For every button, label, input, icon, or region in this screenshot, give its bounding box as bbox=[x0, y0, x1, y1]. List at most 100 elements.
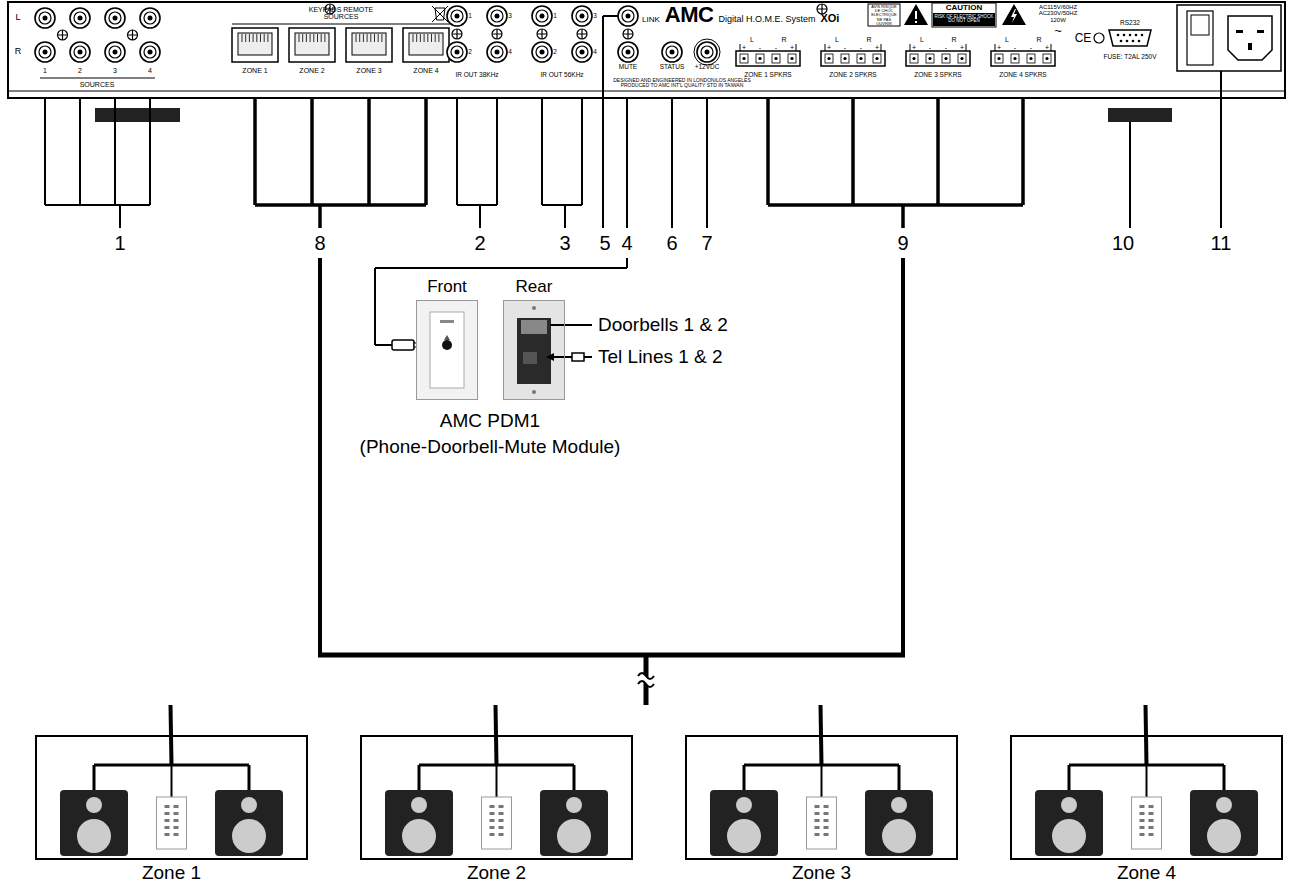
keypad-button bbox=[165, 826, 170, 829]
db9-pin bbox=[1135, 34, 1138, 37]
rca-jack bbox=[618, 42, 638, 62]
plate-screw bbox=[532, 306, 536, 310]
rca-jack bbox=[487, 42, 507, 62]
speaker-tweeter bbox=[241, 797, 257, 813]
jack-number: 3 bbox=[113, 67, 117, 74]
rca-jack-ring bbox=[39, 46, 51, 58]
panel-label: L bbox=[15, 13, 20, 22]
keypad-button bbox=[824, 819, 829, 822]
warning-text: AVIS RISQUE DE CHOC ELECTRIQUE NE PAS OU… bbox=[869, 5, 899, 26]
speaker-woofer bbox=[232, 819, 266, 853]
zone-box: Zone 3 bbox=[685, 735, 958, 860]
zone-wiring bbox=[496, 765, 498, 797]
rca-jack-pin bbox=[670, 50, 675, 55]
speaker-tweeter bbox=[891, 797, 907, 813]
rj45-pin bbox=[317, 34, 318, 42]
rj45-pin bbox=[242, 34, 243, 42]
keypad-button bbox=[165, 812, 170, 815]
db9-pin bbox=[1141, 34, 1144, 37]
callout-stem bbox=[564, 205, 566, 228]
caution-band bbox=[933, 13, 995, 26]
warning-text: CAUTION bbox=[946, 4, 982, 12]
rca-jack bbox=[447, 42, 467, 62]
speaker-cabinet bbox=[710, 790, 778, 856]
rca-jack-pin bbox=[78, 50, 83, 55]
screw bbox=[492, 29, 502, 39]
keypad-button bbox=[499, 833, 504, 836]
rj45-pin bbox=[245, 34, 246, 42]
pdm-cable bbox=[374, 268, 376, 345]
rj45-pin bbox=[256, 34, 257, 42]
zone-wiring bbox=[1068, 765, 1071, 790]
shock-triangle bbox=[1002, 4, 1026, 25]
rca-jack-pin bbox=[455, 50, 460, 55]
callout-bracket bbox=[456, 98, 458, 205]
iec-socket bbox=[1228, 16, 1272, 60]
rca-jack-ring bbox=[622, 10, 634, 22]
model-name: Digital H.O.M.E. System bbox=[718, 15, 815, 24]
terminal-slot bbox=[788, 54, 796, 63]
zone-wiring bbox=[1223, 765, 1226, 790]
callout-bracket bbox=[255, 203, 426, 207]
keypad-button bbox=[824, 826, 829, 829]
iec-pin bbox=[1248, 43, 1252, 50]
terminal-screw bbox=[928, 57, 931, 60]
callout-number: 8 bbox=[314, 233, 325, 254]
origin-note: DESIGNED AND ENGINEERED IN LONDON/LOS AN… bbox=[613, 78, 751, 89]
caution-box bbox=[932, 3, 996, 27]
terminal-screw bbox=[774, 57, 777, 60]
callout-bracket bbox=[457, 204, 497, 206]
rca-jack-ring bbox=[109, 46, 121, 58]
port-label: ZONE 2 SPKRS bbox=[829, 72, 876, 79]
keypad-button bbox=[815, 812, 820, 815]
screw-cross bbox=[58, 30, 68, 40]
jack-number: 2 bbox=[78, 67, 82, 74]
screw-cross bbox=[452, 29, 462, 39]
rj45-pin bbox=[363, 34, 364, 42]
terminal-tab bbox=[825, 44, 826, 51]
zone-bus bbox=[901, 258, 905, 655]
keypad bbox=[157, 797, 187, 849]
rca-jack-ring bbox=[576, 46, 588, 58]
rca-jack-pin bbox=[540, 14, 545, 19]
keypad-button bbox=[490, 833, 495, 836]
terminal-label: + bbox=[997, 44, 1001, 51]
speaker-terminal-block bbox=[736, 51, 800, 66]
rj45-opening bbox=[295, 33, 329, 55]
callout-bracket bbox=[149, 98, 151, 205]
speaker-cabinet bbox=[1190, 790, 1258, 856]
callout-bracket bbox=[1021, 98, 1025, 205]
port-label: ZONE 3 SPKRS bbox=[914, 72, 961, 79]
speaker-tweeter bbox=[566, 797, 582, 813]
zone-box: Zone 4 bbox=[1010, 735, 1283, 860]
screw bbox=[452, 29, 462, 39]
rca-jack-pin bbox=[148, 16, 153, 21]
port-label: ZONE 3 bbox=[356, 67, 381, 74]
terminal-screw bbox=[944, 57, 947, 60]
terminal-screw bbox=[1045, 57, 1048, 60]
callout-number: 2 bbox=[474, 233, 485, 254]
db9-pin bbox=[1126, 40, 1129, 43]
terminal-label: + bbox=[742, 44, 746, 51]
screw-cross bbox=[492, 29, 502, 39]
plate-screw bbox=[532, 390, 536, 394]
rca-jack-pin bbox=[43, 50, 48, 55]
rca-jack-ring bbox=[536, 46, 548, 58]
rj45-opening bbox=[238, 33, 272, 55]
rj45-pin bbox=[299, 34, 300, 42]
keypad-button bbox=[499, 819, 504, 822]
terminal-slot bbox=[958, 54, 966, 63]
screw bbox=[577, 29, 587, 39]
zone-wiring bbox=[743, 765, 746, 790]
panel-label: R bbox=[15, 47, 22, 56]
plate-logo bbox=[440, 320, 454, 323]
terminal-label: R bbox=[951, 36, 956, 43]
speaker-woofer bbox=[557, 819, 591, 853]
fuse-window bbox=[1191, 15, 1209, 35]
plate-paddle bbox=[430, 312, 464, 388]
keypad-button bbox=[1140, 812, 1145, 815]
brand-row: LINKAMCDigital H.O.M.E. SystemXOi bbox=[642, 3, 839, 26]
jack-number: 3 bbox=[593, 13, 597, 20]
terminal-label: R bbox=[866, 36, 871, 43]
